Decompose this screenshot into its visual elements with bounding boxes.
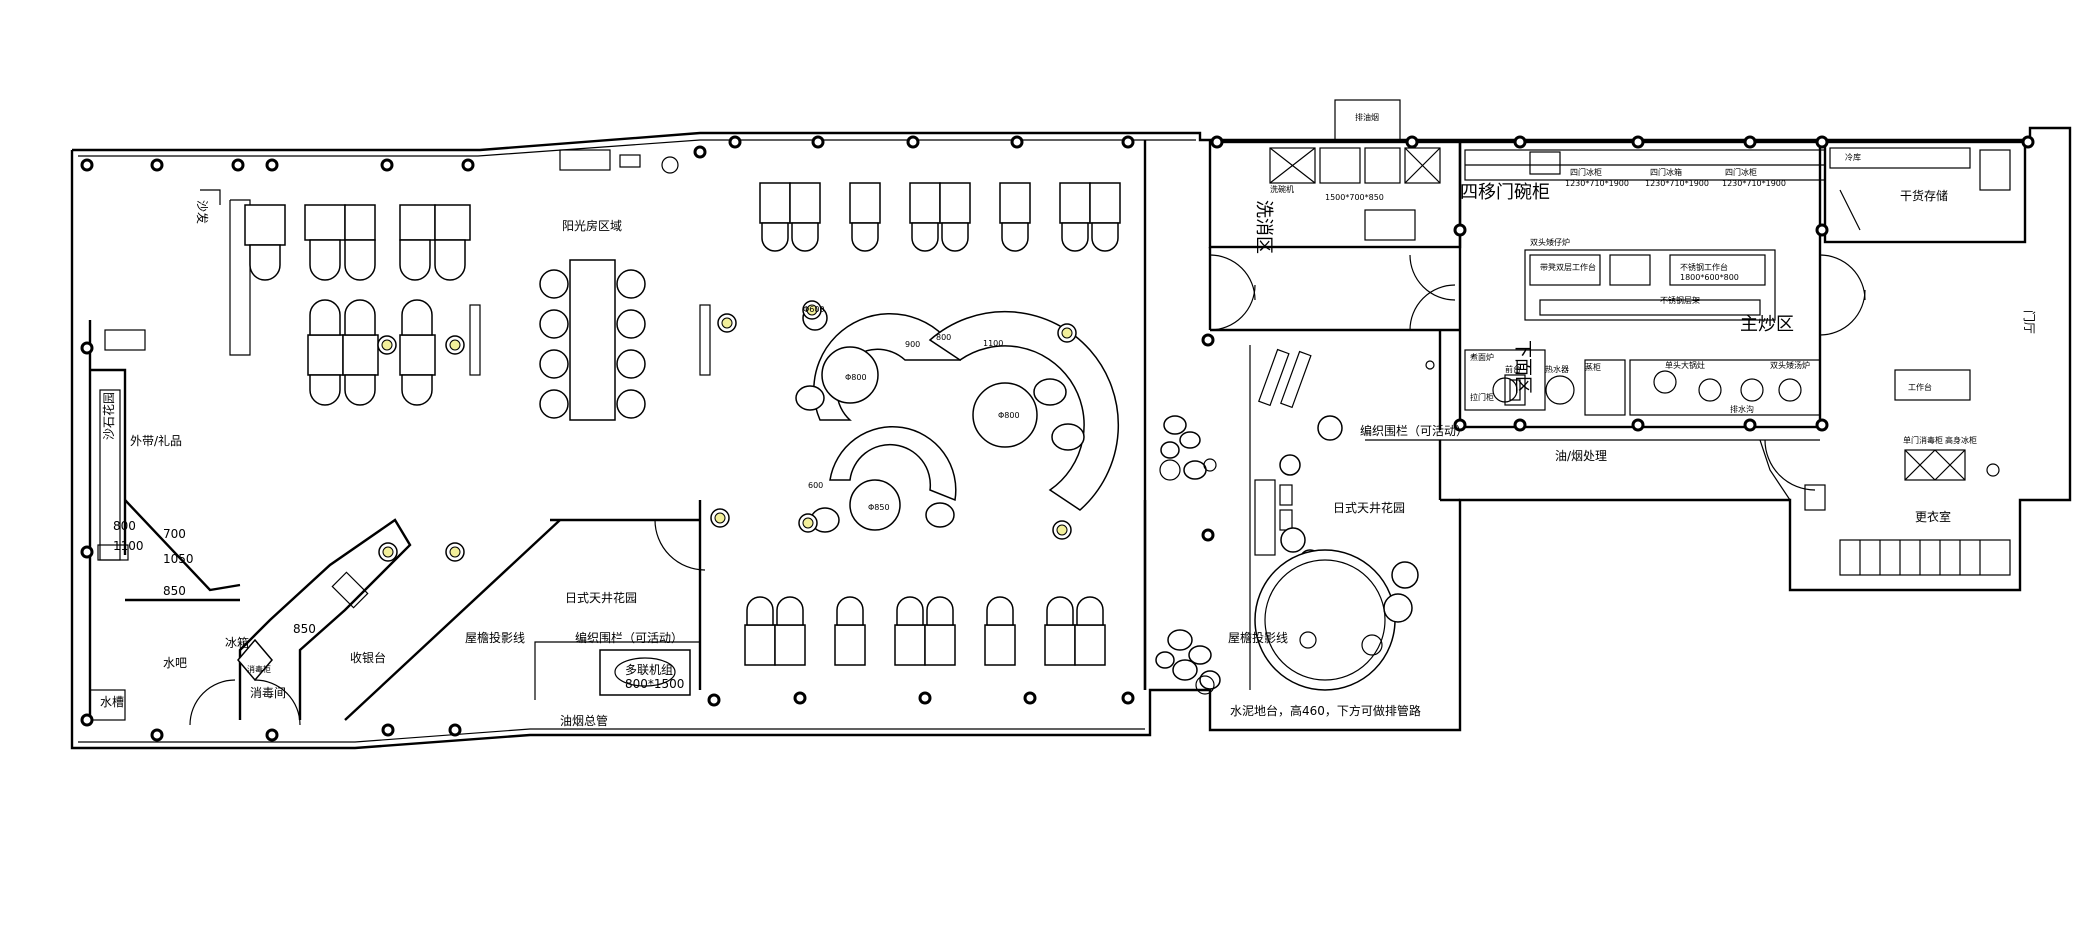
label-door: 门厅 bbox=[2022, 310, 2037, 334]
equip-label: 四门冰箱 bbox=[1650, 167, 1682, 177]
sunroom-seating bbox=[244, 204, 711, 421]
left-internal bbox=[88, 140, 1147, 721]
dimension-labels: 800 700 1100 1050 850 850 900 800 1100 Φ… bbox=[113, 305, 1020, 636]
equip-label: 热水器 bbox=[1545, 364, 1569, 374]
equip-label: 单头大锅灶 bbox=[1665, 360, 1705, 370]
equip-label: 单门消毒柜 bbox=[1903, 435, 1943, 445]
equip-label: 1230*710*1900 bbox=[1645, 179, 1709, 188]
dim-label: 1100 bbox=[113, 539, 144, 553]
fences bbox=[534, 439, 1441, 700]
label-jp-garden-left: 日式天井花园 bbox=[565, 590, 637, 605]
dim-label: Φ800 bbox=[845, 373, 867, 382]
label-disinfect-room: 消毒间 bbox=[250, 686, 286, 700]
door-swings bbox=[189, 254, 1866, 726]
equip-label: 1500*700*850 bbox=[1325, 193, 1384, 202]
label-dry-storage: 干货存储 bbox=[1900, 188, 1948, 203]
equip-label: 不锈钢工作台 bbox=[1680, 262, 1728, 272]
dim-label: 1100 bbox=[983, 339, 1003, 348]
label-cement-platform: 水泥地台，高460，下方可做排管路 bbox=[1230, 703, 1421, 718]
dim-label: 900 bbox=[905, 340, 920, 349]
equip-label: 1800*600*800 bbox=[1680, 273, 1739, 282]
equip-label: 1230*710*1900 bbox=[1722, 179, 1786, 188]
dim-label: Φ600 bbox=[803, 305, 825, 314]
label-eave-line-right: 屋檐投影线 bbox=[1228, 630, 1288, 645]
label-sand-garden: 沙石花园 bbox=[101, 392, 116, 440]
room-labels: 阳光房区域 外带/礼品 沙石花园 水吧 冰箱 消毒柜 消毒间 收银台 水槽 沙发… bbox=[100, 112, 2037, 728]
equip-label: 高身冰柜 bbox=[1945, 435, 1977, 445]
equip-label: 洗碗机 bbox=[1270, 184, 1294, 194]
dim-label: 850 bbox=[293, 622, 316, 636]
label-fence-left: 编织围栏（可活动） bbox=[575, 630, 683, 645]
label-cold-room: 冷库 bbox=[1845, 152, 1861, 162]
columns bbox=[80, 135, 2035, 742]
label-eave-line-left: 屋檐投影线 bbox=[465, 630, 525, 645]
label-gift: 外带/礼品 bbox=[130, 433, 182, 448]
label-multi-unit: 多联机组 bbox=[625, 663, 673, 677]
garden-stones bbox=[1155, 348, 1435, 695]
outer-walls bbox=[70, 99, 2072, 750]
lamps bbox=[377, 300, 1077, 562]
label-sofa: 沙发 bbox=[195, 200, 210, 224]
equip-label: 1230*710*1900 bbox=[1565, 179, 1629, 188]
dim-label: 800 bbox=[113, 519, 136, 533]
equip-label: 蒸柜 bbox=[1585, 362, 1601, 372]
label-changing-room: 更衣室 bbox=[1915, 509, 1951, 524]
dim-label: Φ800 bbox=[998, 411, 1020, 420]
label-wash-area: 洗消区 bbox=[1253, 200, 1274, 254]
equip-label: 四门冰柜 bbox=[1570, 167, 1602, 177]
label-disinfect-cab: 消毒柜 bbox=[247, 664, 271, 674]
dim-label: 800 bbox=[936, 333, 951, 342]
equip-label: 前台 bbox=[1505, 364, 1521, 374]
dim-label: 1050 bbox=[163, 552, 194, 566]
equip-label: 双头矮汤炉 bbox=[1770, 360, 1810, 370]
dining-seating bbox=[744, 182, 1121, 666]
label-cashier: 收银台 bbox=[350, 650, 386, 665]
label-sunroom: 阳光房区域 bbox=[562, 218, 622, 233]
kitchen-equipment bbox=[1269, 147, 2011, 576]
label-workbench: 工作台 bbox=[1908, 382, 1932, 392]
label-jp-garden-right: 日式天井花园 bbox=[1333, 500, 1405, 515]
label-exhaust-hood: 排油烟 bbox=[1355, 112, 1379, 122]
label-oil-smoke: 油/烟处理 bbox=[1555, 449, 1607, 463]
equip-label: 四门冰柜 bbox=[1725, 167, 1757, 177]
dim-label: 600 bbox=[808, 481, 823, 490]
kitchen-walls bbox=[1143, 140, 2027, 690]
equip-label: 煮面炉 bbox=[1470, 352, 1494, 362]
label-water-bar: 水吧 bbox=[163, 656, 187, 670]
bar-counter bbox=[89, 149, 691, 721]
equipment-labels: 洗碗机 1500*700*850 四门冰柜 四门冰箱 四门冰柜 1230*710… bbox=[1270, 167, 1977, 445]
equip-label: 排水沟 bbox=[1730, 404, 1754, 414]
circular-booths bbox=[795, 305, 1120, 533]
label-exhaust-pipe: 油烟总管 bbox=[560, 713, 608, 728]
label-main-cook: 主炒区 bbox=[1740, 314, 1794, 335]
label-ice-box: 冰箱 bbox=[225, 635, 249, 650]
label-fence-right: 编织围栏（可活动） bbox=[1360, 423, 1468, 438]
label-noodle-area: 下面区 bbox=[1512, 340, 1533, 394]
label-four-door-cab: 四移门碗柜 bbox=[1460, 182, 1550, 203]
dim-label: 700 bbox=[163, 527, 186, 541]
dim-label: 850 bbox=[163, 584, 186, 598]
equip-label: 不锈钢层架 bbox=[1660, 295, 1700, 305]
label-sink: 水槽 bbox=[100, 695, 124, 709]
dim-label: Φ850 bbox=[868, 503, 890, 512]
equip-label: 双头矮仔炉 bbox=[1530, 237, 1570, 247]
equip-label: 拉门柜 bbox=[1470, 392, 1494, 402]
label-multi-unit-size: 800*1500 bbox=[625, 677, 684, 691]
equip-label: 带凳双层工作台 bbox=[1540, 262, 1596, 272]
